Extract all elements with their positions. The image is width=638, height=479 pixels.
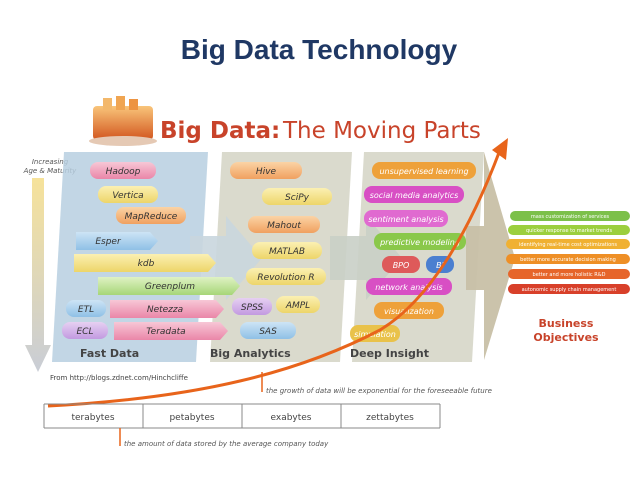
item-ampl: AMPL [285, 301, 310, 311]
item-hive: Hive [256, 167, 277, 177]
scale-terabytes: terabytes [71, 413, 114, 423]
stored-note: the amount of data stored by the average… [124, 440, 329, 448]
objective-5: better and more holistic R&D [533, 272, 606, 278]
item-sas: SAS [259, 327, 277, 337]
scale-exabytes: exabytes [270, 413, 311, 423]
item-simulation: simulation [354, 330, 396, 339]
item-mapreduce: MapReduce [125, 212, 178, 222]
item-mahout: Mahout [267, 221, 301, 231]
growth-curve-arrowhead [492, 138, 508, 160]
business-label-1: Business [539, 317, 594, 330]
item-netezza: Netezza [147, 305, 183, 315]
diagram-title-rest: The Moving Parts [282, 118, 481, 144]
objective-3: identifying real-time cost optimizations [519, 242, 617, 248]
item-bi: BI [436, 261, 444, 270]
item-esper: Esper [95, 237, 122, 247]
item-vertica: Vertica [112, 191, 143, 201]
item-predictive-modeling: predictive modeling [379, 238, 460, 247]
maturity-label-line2: Age & Maturity [23, 167, 78, 175]
business-label-2: Objectives [533, 331, 599, 344]
label-fast-data: Fast Data [80, 347, 139, 360]
item-greenplum: Greenplum [145, 282, 195, 292]
item-revolution-r: Revolution R [257, 273, 314, 283]
item-etl: ETL [78, 305, 94, 315]
item-teradata: Teradata [146, 327, 185, 337]
item-bpo: BPO [393, 261, 410, 270]
item-ecl: ECL [77, 327, 94, 337]
maturity-arrow [25, 178, 51, 372]
item-unsupervised-learning: unsupervised learning [379, 167, 468, 176]
item-hadoop: Hadoop [106, 167, 141, 177]
objective-4: better more accurate decision making [520, 257, 616, 263]
item-scipy: SciPy [285, 193, 310, 203]
maturity-label-line1: Increasing [32, 158, 69, 166]
objective-6: autonomic supply chain management [522, 287, 617, 293]
item-network-analysis: network analysis [375, 283, 442, 292]
item-social-media-analytics: social media analytics [370, 191, 459, 200]
objective-1: mass customization of services [531, 214, 610, 220]
scale-zettabytes: zettabytes [366, 413, 414, 423]
item-visualization: visualization [384, 307, 434, 316]
diagram-title-bold: Big Data: [160, 118, 280, 144]
growth-note: the growth of data will be exponential f… [266, 387, 492, 395]
big-data-logo [89, 96, 157, 146]
deep-insight-items: unsupervised learning social media analy… [350, 162, 476, 342]
objective-2: quicker response to market trends [526, 228, 612, 234]
fast-data-items: Hadoop Vertica MapReduce Esper kdb Green… [62, 162, 240, 340]
business-objectives: mass customization of services quicker r… [506, 211, 630, 294]
item-spss: SPSS [241, 303, 264, 313]
label-deep-insight: Deep Insight [350, 347, 429, 360]
big-analytics-items: Hive SciPy Mahout MATLAB Revolution R SP… [230, 162, 332, 339]
item-kdb: kdb [138, 259, 155, 269]
item-sentiment-analysis: sentiment analysis [368, 215, 443, 224]
slide-title: Big Data Technology [180, 34, 458, 65]
scale-petabytes: petabytes [169, 413, 214, 423]
source-credit: From http://blogs.zdnet.com/Hinchcliffe [50, 374, 188, 382]
growth-curve [47, 149, 502, 408]
label-big-analytics: Big Analytics [210, 347, 291, 360]
item-matlab: MATLAB [269, 247, 305, 257]
flow-arrow-3 [466, 152, 515, 360]
